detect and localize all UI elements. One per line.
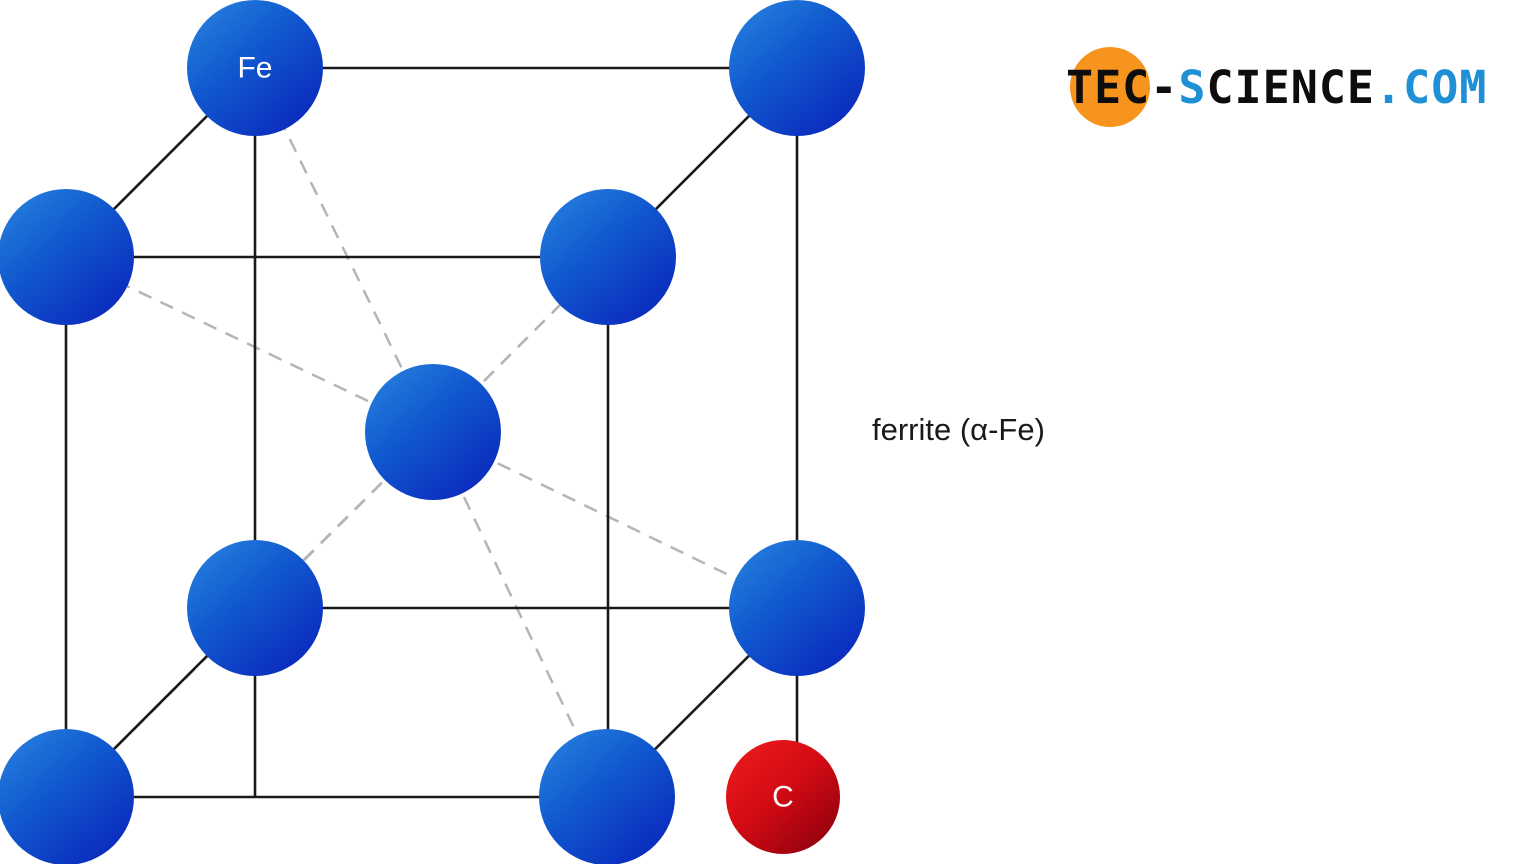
iron-sphere <box>0 729 134 864</box>
atom-corner-back-bot-right[interactable] <box>729 540 865 676</box>
logo-orange-circle-icon <box>1070 47 1150 127</box>
atom-corner-back-top-left[interactable]: Fe <box>187 0 323 136</box>
logo-text-part-1: TEC- <box>1066 61 1179 114</box>
atom-corner-front-top-right[interactable] <box>540 189 676 325</box>
iron-sphere <box>540 189 676 325</box>
atom-corner-front-bot-leftlow[interactable] <box>0 729 134 864</box>
atom-body-center[interactable] <box>365 364 501 500</box>
atom-corner-back-top-right[interactable] <box>729 0 865 136</box>
logo-text-part-4: .COM <box>1375 61 1488 114</box>
iron-sphere <box>187 0 323 136</box>
phase-name-label: ferrite (α-Fe) <box>872 412 1045 447</box>
iron-sphere <box>539 729 675 864</box>
iron-sphere <box>365 364 501 500</box>
iron-sphere <box>0 189 134 325</box>
tec-science-logo[interactable]: TEC-SCIENCE.COM <box>1066 44 1490 134</box>
carbon-sphere <box>726 740 840 854</box>
atom-corner-front-bot-left[interactable] <box>187 540 323 676</box>
iron-sphere <box>187 540 323 676</box>
atom-corner-front-bot-mid[interactable] <box>539 729 675 864</box>
logo-text-part-3: CIENCE <box>1206 61 1376 114</box>
logo-text-part-2: S <box>1178 61 1207 114</box>
dashed-bond <box>432 256 609 433</box>
atom-corner-front-top-left[interactable] <box>0 189 134 325</box>
iron-sphere <box>729 0 865 136</box>
atom-carbon-legend[interactable]: C <box>726 740 840 854</box>
atom-spheres: FeC <box>0 0 865 864</box>
logo-wordmark: TEC-SCIENCE.COM <box>1066 60 1490 116</box>
iron-sphere <box>729 540 865 676</box>
